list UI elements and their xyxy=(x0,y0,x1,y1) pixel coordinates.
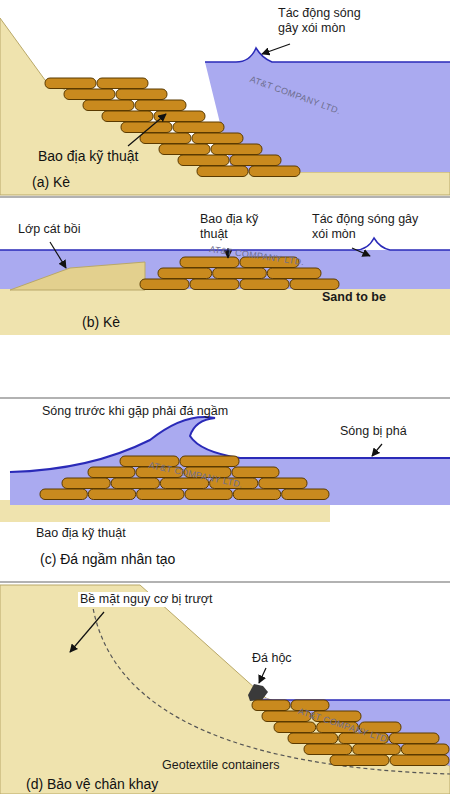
watermark: AT&T COMPANY LTD. xyxy=(248,74,342,117)
geotextile-bag xyxy=(288,733,338,744)
geotextile-bag xyxy=(389,733,439,744)
callout-label: Tác động sóng gây xói mòn xyxy=(278,6,378,36)
callout-label: Sóng bị phá xyxy=(340,424,407,439)
callout-label: Geotextile containers xyxy=(160,758,281,773)
geotextile-bag xyxy=(353,744,401,755)
geotextile-bag xyxy=(178,155,229,166)
geotextile-bag xyxy=(88,489,135,500)
panel-caption: (a) Kè xyxy=(30,174,72,191)
callout-label: Lớp cát bồi xyxy=(18,222,80,237)
geotextile-bag xyxy=(180,456,239,467)
watermark: AT&T COMPANY LTD. xyxy=(297,706,391,746)
geotextile-bag xyxy=(211,144,262,155)
callout-label: Bao địa kỹ thuật xyxy=(36,526,126,541)
geotextile-bag xyxy=(240,279,289,290)
callout-label: Đá hộc xyxy=(252,651,292,666)
wave-line xyxy=(205,48,450,62)
panel-separator xyxy=(0,581,450,583)
geotextile-bag xyxy=(116,89,167,100)
geotextile-bag xyxy=(154,111,205,122)
geotextile-bag xyxy=(83,100,134,111)
geotextile-bag xyxy=(249,166,300,177)
geotextile-bag xyxy=(102,111,153,122)
callout-label: Bao địa kỹ thuật xyxy=(200,212,270,242)
geotextile-bag xyxy=(40,489,87,500)
geotextile-bag xyxy=(111,478,159,489)
geotextile-bag xyxy=(62,478,110,489)
callout-label: Sand to be xyxy=(320,290,388,305)
callout-label: Tác động sóng gây xói mòn xyxy=(312,212,430,242)
geotextile-bag xyxy=(159,144,210,155)
panel-caption: Bao địa kỹ thuật xyxy=(36,148,140,165)
rubble-stone xyxy=(248,684,268,701)
geotextile-bag xyxy=(192,133,243,144)
geotextile-bag xyxy=(274,722,316,733)
callout-label: Sóng trước khi gặp phải đá ngầm xyxy=(42,404,228,419)
watermark: AT&T COMPANY LTD. xyxy=(208,244,304,268)
geotextile-bag xyxy=(190,279,239,290)
geotextile-bag xyxy=(233,489,280,500)
leader-arrow xyxy=(262,44,290,54)
water xyxy=(205,48,450,172)
geotextile-bag xyxy=(390,755,449,766)
panel-separator xyxy=(0,196,450,198)
geotextile-bag xyxy=(88,467,135,478)
geotextile-bag xyxy=(137,489,184,500)
geotextile-bag xyxy=(197,166,248,177)
geotextile-bag xyxy=(140,133,191,144)
geotextile-bag xyxy=(185,489,232,500)
callout-label: Bề mặt nguy cơ bị trượt xyxy=(78,592,214,607)
leader-arrow xyxy=(352,248,370,256)
geotextile-bag xyxy=(259,478,307,489)
leader-arrow xyxy=(70,612,104,652)
leader-arrow xyxy=(50,242,66,268)
geotextile-bag xyxy=(135,100,186,111)
sand-deposit xyxy=(10,262,145,290)
geotextile-bag xyxy=(45,78,96,89)
geotextile-bag xyxy=(140,279,189,290)
geotextile-bag xyxy=(267,268,321,279)
geotextile-bag xyxy=(158,268,212,279)
geotextile-bag xyxy=(330,755,389,766)
geotextile-bag xyxy=(304,744,352,755)
panel-caption: (d) Bảo vệ chân khay xyxy=(24,776,160,793)
slope-ground xyxy=(0,585,450,794)
geotextile-bag xyxy=(232,467,279,478)
panel-separator xyxy=(0,397,450,399)
water xyxy=(10,417,450,505)
watermark: AT&T COMPANY LTD. xyxy=(148,460,244,490)
geotextile-bag xyxy=(173,122,224,133)
geotextile-bag xyxy=(64,89,115,100)
panel-caption: (b) Kè xyxy=(80,314,122,331)
leader-arrow xyxy=(259,668,266,683)
geotextile-bag xyxy=(213,268,267,279)
geotextile-bag xyxy=(97,78,148,89)
sea-bed xyxy=(0,289,450,335)
geotextile-bag xyxy=(401,744,449,755)
geotextile-bag xyxy=(282,489,329,500)
slope-ground xyxy=(0,18,450,195)
geotextile-bag xyxy=(252,700,290,711)
leader-arrow xyxy=(128,114,166,146)
wave-line xyxy=(10,417,450,472)
geotextile-bag xyxy=(180,257,239,268)
geotextile-bag xyxy=(290,279,339,290)
leader-arrow xyxy=(372,444,382,456)
panel-caption: (c) Đá ngầm nhân tạo xyxy=(40,551,175,568)
geotextile-bag xyxy=(230,155,281,166)
slip-surface xyxy=(92,602,450,774)
